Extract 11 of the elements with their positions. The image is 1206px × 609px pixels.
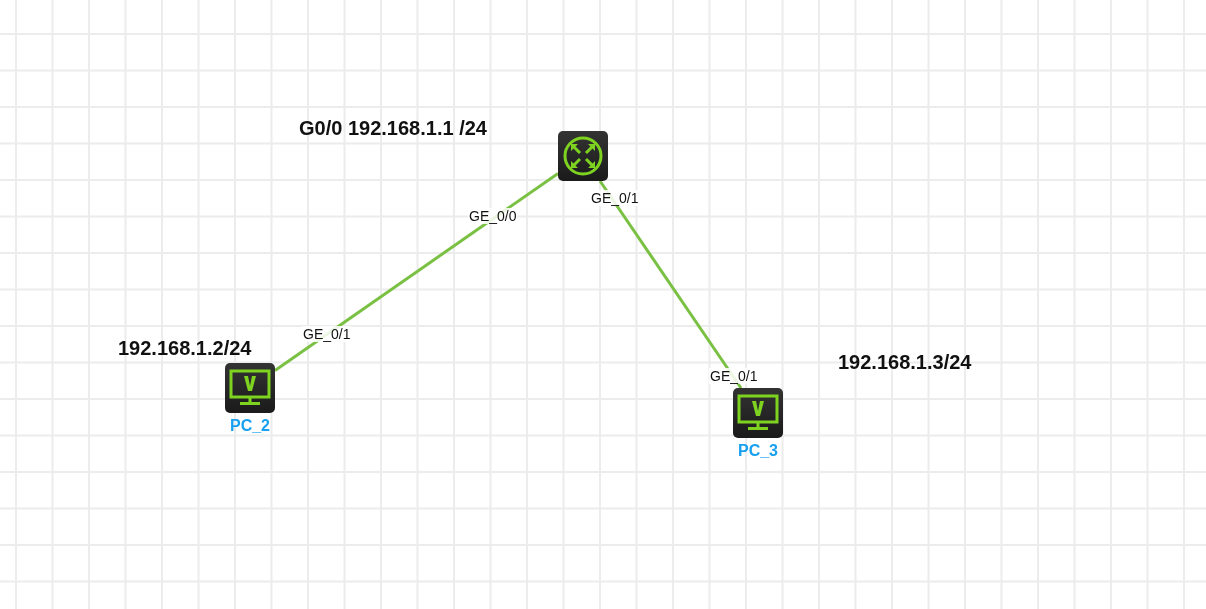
port-label: GE_0/1 bbox=[302, 326, 352, 342]
ip-address: G0/0 192.168.1.1 /24 bbox=[299, 117, 487, 140]
link-line bbox=[274, 172, 559, 372]
device-name: PC_3 bbox=[737, 442, 779, 460]
ip-address: 192.168.1.2/24 bbox=[118, 337, 252, 360]
device-name: PC_2 bbox=[229, 417, 271, 435]
link-line bbox=[598, 180, 743, 389]
ip-address: 192.168.1.3/24 bbox=[838, 351, 972, 374]
port-label: GE_0/0 bbox=[468, 208, 518, 224]
port-label: GE_0/1 bbox=[709, 368, 759, 384]
port-label: GE_0/1 bbox=[590, 190, 640, 206]
